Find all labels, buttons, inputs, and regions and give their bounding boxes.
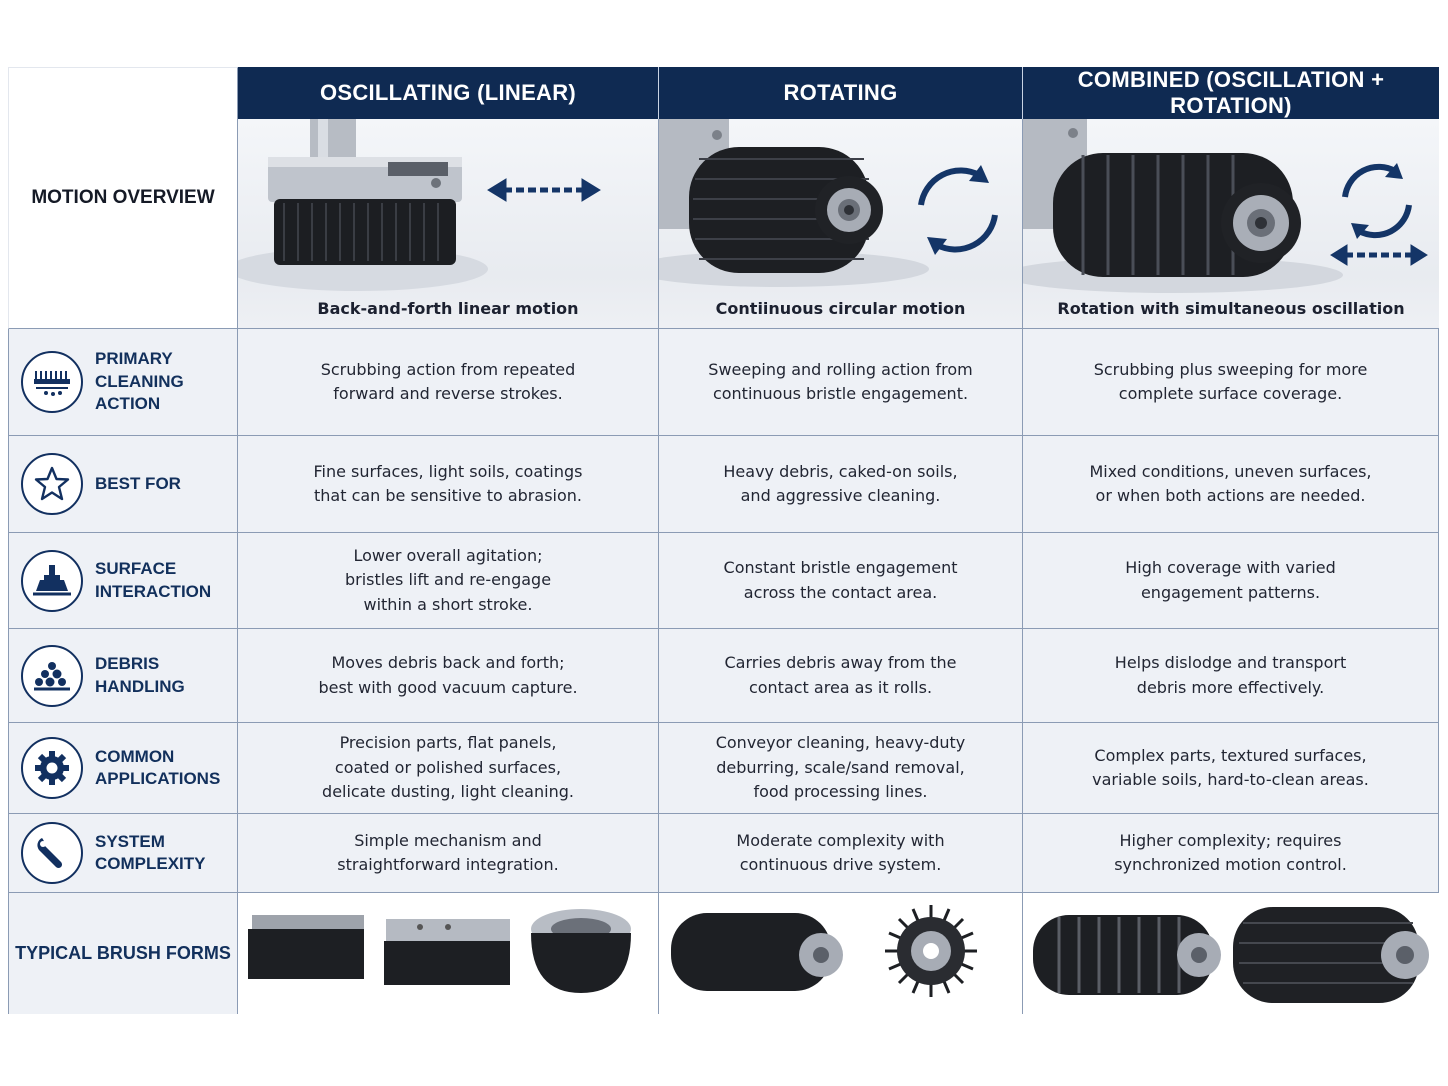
cell-bestfor-oscillating: Fine surfaces, light soils, coatings tha… — [238, 436, 659, 533]
row-label-surface-interaction: SURFACE INTERACTION — [8, 533, 238, 629]
comparison-table: OSCILLATING (LINEAR) ROTATING COMBINED (… — [8, 67, 1439, 1014]
row-label-text: BEST FOR — [95, 473, 181, 493]
double-arrow-icon — [1330, 244, 1428, 266]
row-label-primary-cleaning-action: PRIMARY CLEANING ACTION — [8, 329, 238, 436]
row-label-motion-overview: MOTION OVERVIEW — [8, 67, 238, 329]
row-label-typical-brush-forms: TYPICAL BRUSH FORMS — [8, 893, 238, 1014]
rotating-brush-forms-image — [671, 905, 977, 997]
cell-debris-rotating: Carries debris away from the contact are… — [659, 629, 1023, 723]
row-label-common-applications: COMMON APPLICATIONS — [8, 723, 238, 814]
motion-image-rotating: Contiinuous circular motion — [659, 119, 1023, 329]
column-header-rotating: ROTATING — [659, 67, 1023, 119]
row-label-system-complexity: SYSTEM COMPLEXITY — [8, 814, 238, 893]
debris-pile-icon — [21, 644, 83, 707]
combined-brush-forms-image — [1033, 907, 1429, 1003]
cell-debris-combined: Helps dislodge and transport debris more… — [1023, 629, 1439, 723]
gear-icon — [21, 737, 83, 799]
brush-cleaning-icon — [21, 351, 83, 413]
cell-complexity-rotating: Moderate complexity with continuous driv… — [659, 814, 1023, 893]
motion-image-combined: Rotation with simultaneous oscillation — [1023, 119, 1439, 329]
oscillating-brush-illustration — [238, 119, 601, 291]
row-label-best-for: BEST FOR — [8, 436, 238, 533]
caption-oscillating: Back-and-forth linear motion — [317, 299, 579, 318]
cell-surface-rotating: Constant bristle engagement across the c… — [659, 533, 1023, 629]
cell-applications-combined: Complex parts, textured surfaces, variab… — [1023, 723, 1439, 814]
star-icon — [21, 453, 83, 515]
row-label-text: SYSTEM COMPLEXITY — [95, 831, 206, 874]
cell-surface-combined: High coverage with varied engagement pat… — [1023, 533, 1439, 629]
cell-primary-combined: Scrubbing plus sweeping for more complet… — [1023, 329, 1439, 436]
row-label-text: PRIMARY CLEANING ACTION — [95, 349, 184, 414]
cell-surface-oscillating: Lower overall agitation; bristles lift a… — [238, 533, 659, 629]
cell-complexity-oscillating: Simple mechanism and straightforward int… — [238, 814, 659, 893]
rotating-brush-illustration — [659, 119, 998, 287]
brush-forms-oscillating — [238, 893, 659, 1014]
row-label-text: SURFACE INTERACTION — [95, 559, 212, 601]
cell-applications-oscillating: Precision parts, flat panels, coated or … — [238, 723, 659, 814]
broom-surface-icon — [21, 549, 83, 612]
motion-image-oscillating: Back-and-forth linear motion — [238, 119, 659, 329]
wrench-icon — [21, 822, 83, 884]
cell-primary-rotating: Sweeping and rolling action from continu… — [659, 329, 1023, 436]
double-arrow-icon — [487, 178, 601, 202]
cell-applications-rotating: Conveyor cleaning, heavy-duty deburring,… — [659, 723, 1023, 814]
cell-primary-oscillating: Scrubbing action from repeated forward a… — [238, 329, 659, 436]
row-label-debris-handling: DEBRIS HANDLING — [8, 629, 238, 723]
brush-forms-rotating — [659, 893, 1023, 1014]
combined-brush-illustration — [1023, 119, 1428, 293]
oscillating-brush-forms-image — [248, 909, 631, 993]
column-header-oscillating: OSCILLATING (LINEAR) — [238, 67, 659, 119]
column-header-combined: COMBINED (OSCILLATION + ROTATION) — [1023, 67, 1439, 119]
brush-forms-combined — [1023, 893, 1439, 1014]
cell-debris-oscillating: Moves debris back and forth; best with g… — [238, 629, 659, 723]
cell-complexity-combined: Higher complexity; requires synchronized… — [1023, 814, 1439, 893]
circular-arrows-icon — [1342, 163, 1412, 239]
row-label-text: COMMON APPLICATIONS — [95, 746, 221, 789]
cell-bestfor-rotating: Heavy debris, caked-on soils, and aggres… — [659, 436, 1023, 533]
caption-rotating: Contiinuous circular motion — [715, 299, 966, 318]
caption-combined: Rotation with simultaneous oscillation — [1057, 299, 1405, 318]
cell-bestfor-combined: Mixed conditions, uneven surfaces, or wh… — [1023, 436, 1439, 533]
circular-arrows-icon — [918, 167, 998, 253]
row-label-text: DEBRIS HANDLING — [95, 654, 185, 696]
